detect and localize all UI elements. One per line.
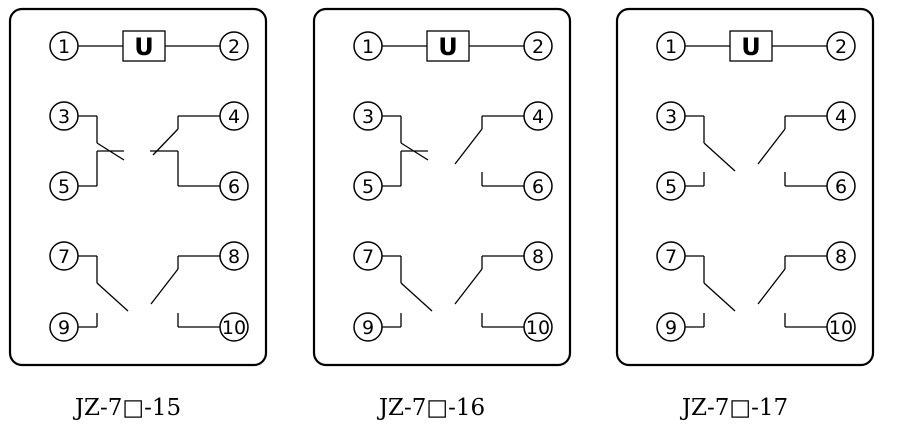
pin-1-label: 1 xyxy=(362,36,374,58)
lower-right-blade xyxy=(454,268,483,305)
pin-9-circle xyxy=(656,312,686,342)
pin-8-circle xyxy=(826,241,856,271)
coil-box xyxy=(426,30,470,62)
pin-4-circle xyxy=(219,101,249,131)
pin-10-circle xyxy=(826,312,856,342)
pin-2-label: 2 xyxy=(835,36,847,58)
pin-8-circle xyxy=(523,241,553,271)
pin-10-circle xyxy=(219,312,249,342)
pin-7-circle xyxy=(353,241,383,271)
pin-5-label: 5 xyxy=(58,176,70,198)
pin-2-circle xyxy=(523,31,553,61)
coil-box xyxy=(122,30,166,62)
pin-2-label: 2 xyxy=(228,36,240,58)
pin-4-label: 4 xyxy=(835,106,847,128)
lower-left-blade xyxy=(703,282,736,312)
pin-6-label: 6 xyxy=(835,176,847,198)
pin-10-label: 10 xyxy=(526,317,550,339)
pin-6-label: 6 xyxy=(532,176,544,198)
upper-right-blade xyxy=(454,128,483,165)
pin-10-label: 10 xyxy=(829,317,853,339)
lower-right-blade xyxy=(757,268,786,305)
relay-frame xyxy=(312,7,572,367)
pin-9-label: 9 xyxy=(58,317,70,339)
model-label: JZ-7□-17 xyxy=(680,395,788,421)
relay-frame xyxy=(8,7,268,367)
pin-6-circle xyxy=(523,171,553,201)
pin-5-label: 5 xyxy=(362,176,374,198)
lower-left-blade xyxy=(96,282,129,312)
pin-7-circle xyxy=(656,241,686,271)
pin-2-circle xyxy=(219,31,249,61)
pin-4-circle xyxy=(523,101,553,131)
pin-7-label: 7 xyxy=(58,246,70,268)
pin-9-label: 9 xyxy=(665,317,677,339)
lower-right-blade xyxy=(150,268,179,305)
pin-4-circle xyxy=(826,101,856,131)
pin-1-label: 1 xyxy=(665,36,677,58)
pin-6-circle xyxy=(826,171,856,201)
pin-10-circle xyxy=(523,312,553,342)
pin-7-label: 7 xyxy=(362,246,374,268)
pin-8-label: 8 xyxy=(835,246,847,268)
pin-10-label: 10 xyxy=(222,317,246,339)
pin-8-circle xyxy=(219,241,249,271)
pin-3-circle xyxy=(656,101,686,131)
pin-9-circle xyxy=(353,312,383,342)
pin-3-label: 3 xyxy=(362,106,374,128)
pin-5-circle xyxy=(353,171,383,201)
pin-1-circle xyxy=(656,31,686,61)
pin-6-label: 6 xyxy=(228,176,240,198)
pin-3-label: 3 xyxy=(58,106,70,128)
pin-5-label: 5 xyxy=(665,176,677,198)
upper-right-blade xyxy=(757,128,786,165)
pin-3-circle xyxy=(353,101,383,131)
lower-left-blade xyxy=(400,282,433,312)
pin-4-label: 4 xyxy=(532,106,544,128)
pin-6-circle xyxy=(219,171,249,201)
pin-2-label: 2 xyxy=(532,36,544,58)
model-label: JZ-7□-15 xyxy=(73,395,181,421)
pin-8-label: 8 xyxy=(228,246,240,268)
coil-box xyxy=(729,30,773,62)
relay-frame xyxy=(615,7,875,367)
pin-1-circle xyxy=(49,31,79,61)
upper-left-blade xyxy=(703,142,736,172)
pin-1-circle xyxy=(353,31,383,61)
pin-4-label: 4 xyxy=(228,106,240,128)
model-label: JZ-7□-16 xyxy=(377,395,485,421)
pin-9-circle xyxy=(49,312,79,342)
pin-3-label: 3 xyxy=(665,106,677,128)
pin-5-circle xyxy=(656,171,686,201)
pin-3-circle xyxy=(49,101,79,131)
coil-label: U xyxy=(438,33,458,61)
pin-9-label: 9 xyxy=(362,317,374,339)
coil-label: U xyxy=(741,33,761,61)
pin-5-circle xyxy=(49,171,79,201)
pin-2-circle xyxy=(826,31,856,61)
pin-7-label: 7 xyxy=(665,246,677,268)
pin-1-label: 1 xyxy=(58,36,70,58)
coil-label: U xyxy=(134,33,154,61)
pin-8-label: 8 xyxy=(532,246,544,268)
pin-7-circle xyxy=(49,241,79,271)
